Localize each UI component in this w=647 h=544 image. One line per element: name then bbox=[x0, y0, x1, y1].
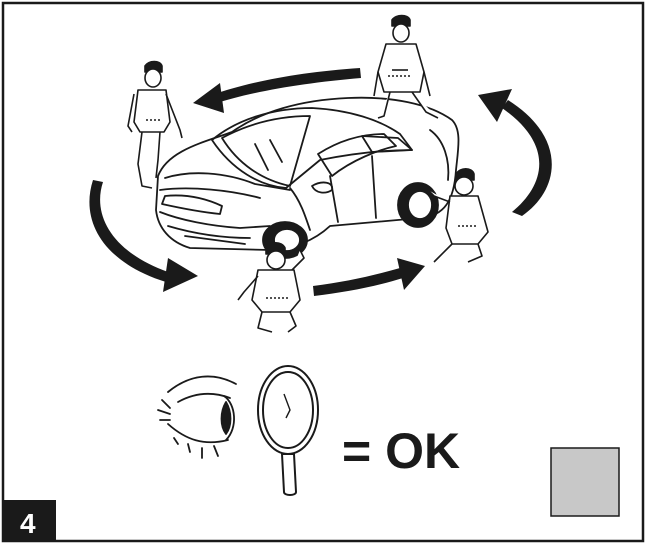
step-number: 4 bbox=[20, 508, 36, 539]
confirmation-checkbox[interactable] bbox=[551, 448, 619, 516]
panel-border bbox=[3, 3, 643, 541]
result-ok-label: = OK bbox=[342, 423, 460, 479]
